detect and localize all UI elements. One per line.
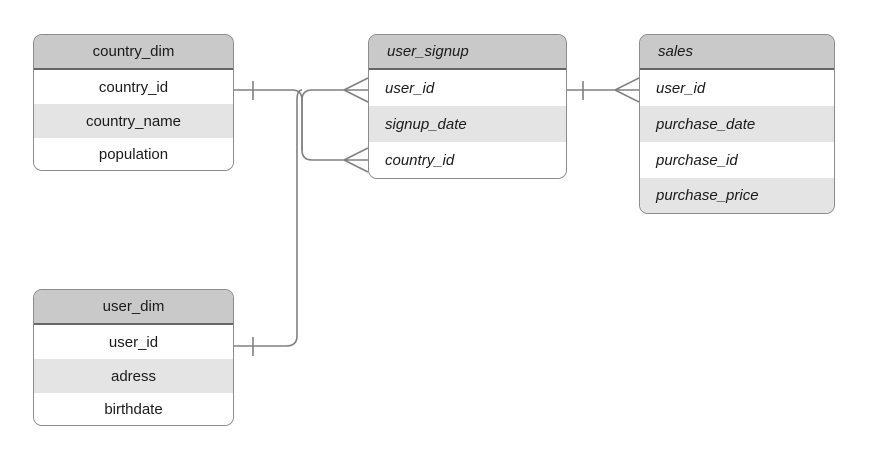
column-user_signup-signup_date[interactable]: signup_date: [369, 106, 566, 142]
column-country_dim-country_name[interactable]: country_name: [34, 104, 233, 138]
column-user_dim-user_id[interactable]: user_id: [34, 325, 233, 359]
crowsfoot-user_signup-country_id: [343, 147, 369, 173]
entity-user_signup[interactable]: user_signup user_id signup_date country_…: [368, 34, 567, 179]
column-sales-purchase_price[interactable]: purchase_price: [640, 178, 834, 213]
column-sales-purchase_id[interactable]: purchase_id: [640, 142, 834, 178]
entity-sales[interactable]: sales user_id purchase_date purchase_id …: [639, 34, 835, 214]
relationship-user_dim-user_signup: [234, 89, 303, 347]
branch-to-user_signup-user_id: [301, 89, 344, 101]
column-country_dim-country_id[interactable]: country_id: [34, 70, 233, 104]
column-user_signup-country_id[interactable]: country_id: [369, 142, 566, 178]
entity-title-sales: sales: [640, 35, 834, 70]
column-sales-purchase_date[interactable]: purchase_date: [640, 106, 834, 142]
column-user_signup-user_id[interactable]: user_id: [369, 70, 566, 106]
column-user_dim-adress[interactable]: adress: [34, 359, 233, 393]
column-country_dim-population[interactable]: population: [34, 138, 233, 170]
entity-title-country_dim: country_dim: [34, 35, 233, 70]
crowsfoot-user_signup-user_id: [343, 77, 369, 103]
entity-title-user_dim: user_dim: [34, 290, 233, 325]
entity-country_dim[interactable]: country_dim country_id country_name popu…: [33, 34, 234, 171]
entity-user_dim[interactable]: user_dim user_id adress birthdate: [33, 289, 234, 426]
relationship-user_signup-sales: [567, 77, 640, 103]
column-user_dim-birthdate[interactable]: birthdate: [34, 393, 233, 425]
column-sales-user_id[interactable]: user_id: [640, 70, 834, 106]
entity-title-user_signup: user_signup: [369, 35, 566, 70]
relationship-country_dim-user_signup: [234, 89, 344, 161]
